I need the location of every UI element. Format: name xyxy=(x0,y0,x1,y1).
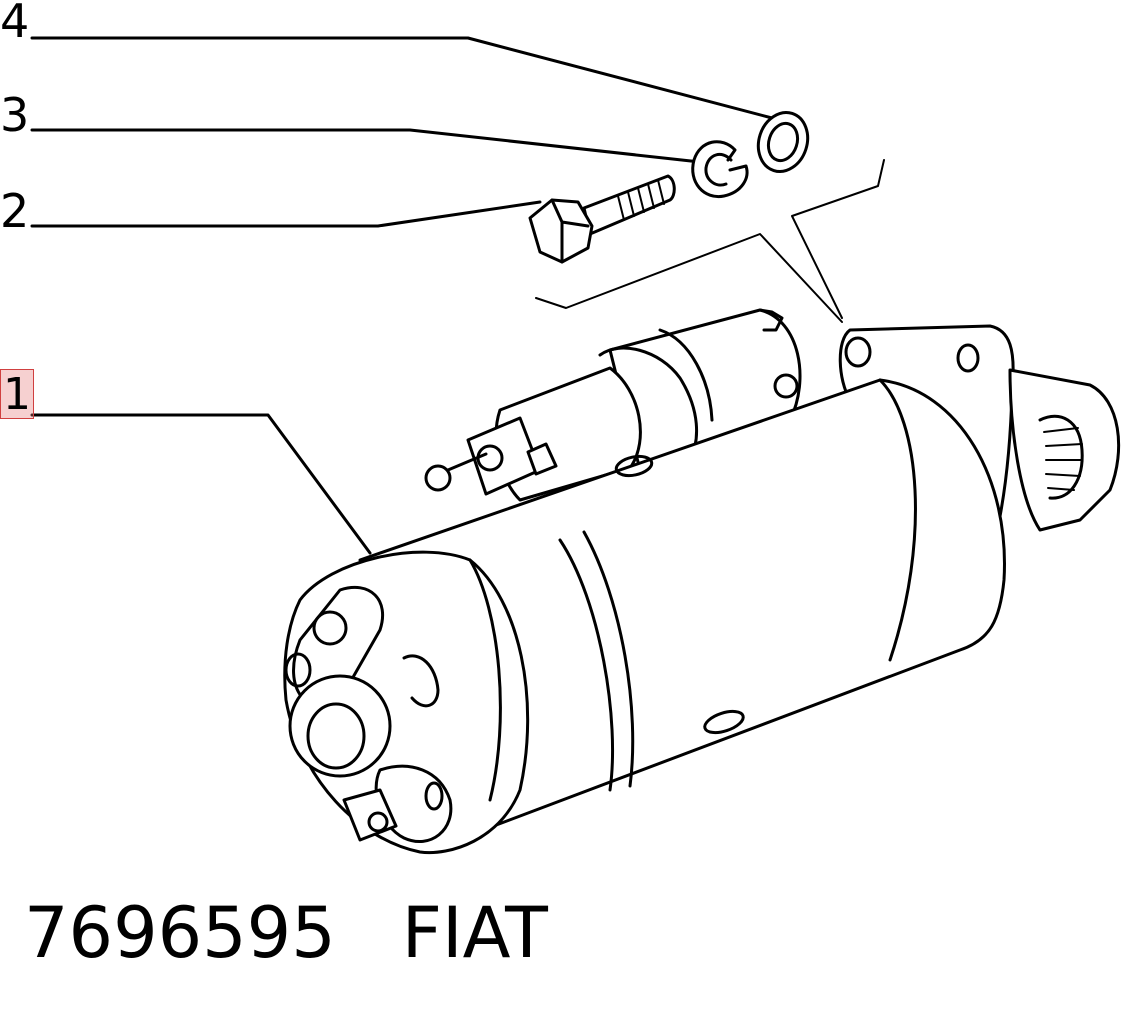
callout-1-highlighted[interactable]: 1 xyxy=(0,369,34,420)
starter-motor-icon xyxy=(283,308,1121,855)
brand-name: FIAT xyxy=(401,892,548,974)
leader-line-2 xyxy=(30,200,542,228)
bracket-line-2 xyxy=(791,159,885,319)
hex-bolt-icon xyxy=(528,174,676,264)
leader-lines xyxy=(30,36,885,555)
split-lock-washer-icon xyxy=(691,140,749,199)
part-number: 7696595 xyxy=(24,892,336,974)
callout-4: 4 xyxy=(0,0,30,48)
bracket-line xyxy=(535,233,843,323)
leader-line-3 xyxy=(30,128,702,164)
flat-washer-icon xyxy=(756,111,810,173)
leader-line-1 xyxy=(30,413,372,555)
callout-2: 2 xyxy=(0,184,30,238)
leader-line-4 xyxy=(30,36,774,120)
callout-3: 3 xyxy=(0,88,30,142)
